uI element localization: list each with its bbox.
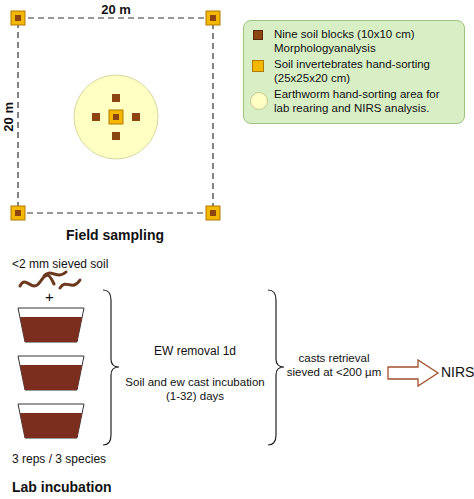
material-label: <2 mm sieved soil (12, 257, 142, 271)
pots (18, 308, 84, 438)
legend-swatch (250, 92, 268, 110)
invertebrate-square (11, 11, 25, 25)
soil-block (92, 113, 100, 121)
soil-block (132, 113, 140, 121)
pot-outline (18, 404, 84, 438)
earthworms (20, 272, 80, 288)
invertebrate-square (206, 11, 220, 25)
soil-block (15, 15, 21, 21)
legend-swatch (253, 30, 263, 40)
step-label: casts retrieval sieved at <200 µm (282, 352, 386, 380)
pot-outline (18, 356, 84, 390)
invertebrate-squares (11, 11, 220, 220)
earthworm (20, 275, 54, 286)
invertebrate-square (11, 206, 25, 220)
soil-blocks (92, 94, 140, 140)
dimension-label: 20 m (91, 2, 141, 18)
soil-block (112, 132, 120, 140)
soil-block (210, 15, 216, 21)
section-heading: Lab incubation (12, 479, 152, 496)
dimension-label: 20 m (1, 92, 17, 142)
invertebrate-square (109, 110, 123, 124)
curly-bracket (268, 290, 284, 445)
legend-box: Nine soil blocks (10x10 cm) Morphologyan… (243, 20, 465, 124)
legend-text: Soil invertebrates hand-sorting (25x25x2… (274, 57, 458, 86)
earthworm-area (74, 75, 158, 159)
step-label: Soil and ew cast incubation (1-32) days (120, 376, 270, 404)
pot-outline (18, 308, 84, 342)
legend-text: Nine soil blocks (10x10 cm) Morphologyan… (274, 27, 458, 56)
output-label: NIRS (441, 364, 474, 381)
legend-swatch (252, 60, 264, 72)
plot-outline (18, 18, 213, 213)
earthworm (44, 272, 66, 276)
pot-soil (20, 413, 82, 438)
pot-soil (20, 365, 82, 390)
curly-bracket (103, 290, 119, 445)
soil-block (112, 94, 120, 102)
section-heading: Field sampling (45, 227, 185, 244)
soil-block (113, 114, 119, 120)
legend-text: Earthworm hand-sorting area for lab rear… (274, 87, 458, 116)
soil-block (210, 210, 216, 216)
step-label: EW removal 1d (120, 344, 270, 358)
plus-sign: + (45, 288, 59, 306)
block-arrow (388, 360, 438, 386)
invertebrate-square (206, 206, 220, 220)
soil-block (15, 210, 21, 216)
pot-soil (20, 317, 82, 342)
replicate-note: 3 reps / 3 species (12, 452, 122, 466)
earthworm (60, 280, 80, 288)
